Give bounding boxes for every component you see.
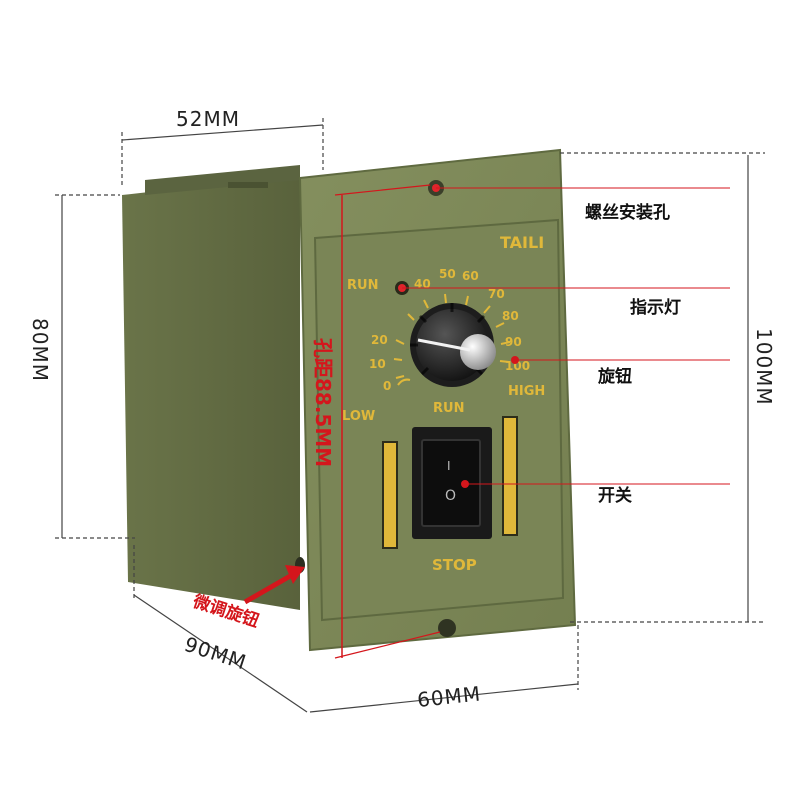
depth-label: 90MM: [181, 632, 249, 675]
hole-spacing-label: 孔距88.5MM: [311, 338, 335, 467]
rocker-switch[interactable]: I O: [421, 439, 481, 527]
scale-20: 20: [371, 333, 388, 347]
scale-10: 10: [369, 357, 386, 371]
high-label: HIGH: [508, 384, 545, 399]
knob-pointer: [417, 338, 471, 352]
run-top-label: RUN: [347, 278, 378, 293]
stop-label: STOP: [432, 556, 477, 574]
speed-knob[interactable]: [410, 303, 496, 387]
bottom-screw-hole: [438, 619, 456, 637]
run-bottom-label: RUN: [433, 401, 464, 416]
left-gold-bar: [382, 441, 398, 549]
indicator-light-callout: 指示灯: [630, 297, 681, 318]
scale-0: 0: [383, 379, 391, 393]
scale-100: 100: [505, 359, 530, 373]
device-body: [122, 165, 305, 610]
scale-70: 70: [488, 287, 505, 301]
knob-cap: [460, 334, 496, 370]
callout-lines: [402, 187, 730, 485]
brand-label: TAILI: [500, 233, 544, 252]
scale-90: 90: [505, 335, 522, 349]
low-label: LOW: [342, 409, 375, 424]
face-width-label: 60MM: [416, 681, 482, 712]
width-top-label: 52MM: [176, 107, 240, 131]
switch-off-mark: O: [445, 488, 456, 504]
switch-callout: 开关: [598, 485, 632, 506]
knob-callout: 旋钮: [597, 366, 632, 387]
switch-on-mark: I: [447, 459, 451, 473]
scale-60: 60: [462, 269, 479, 283]
right-gold-bar: [502, 416, 518, 536]
scale-50: 50: [439, 267, 456, 281]
fine-knob-arrow: [243, 565, 305, 605]
dimension-lines: [55, 118, 765, 713]
height-right-label: 100MM: [752, 328, 776, 406]
screw-hole-callout: 螺丝安装孔: [585, 202, 670, 223]
scale-40: 40: [414, 277, 431, 291]
dial-ticks: [393, 293, 511, 386]
scale-80: 80: [502, 309, 519, 323]
height-left-label: 80MM: [28, 318, 52, 382]
